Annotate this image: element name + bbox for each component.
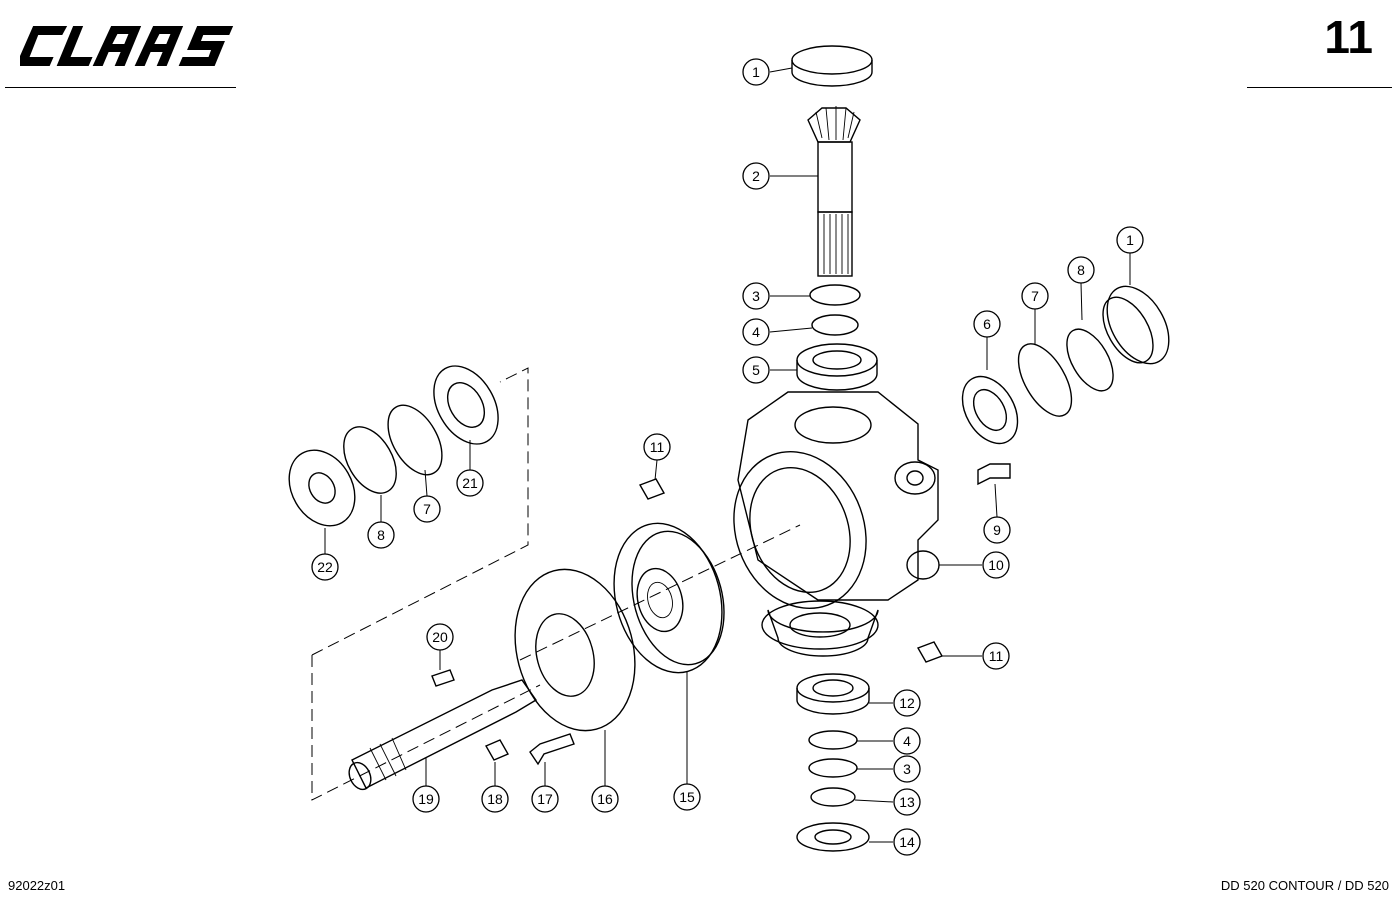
circlip-part-8-right [1066, 328, 1114, 392]
shim-part-3-bottom [808, 758, 858, 778]
callout-13: 13 [893, 788, 921, 816]
model-label: DD 520 CONTOUR / DD 520 [1220, 878, 1389, 893]
callout-10: 10 [982, 551, 1010, 579]
callout-1-right: 1 [1116, 226, 1144, 254]
svg-text:8: 8 [377, 527, 385, 543]
bearing-part-12 [796, 673, 870, 715]
callout-12: 12 [893, 689, 921, 717]
callout-8-right: 8 [1067, 256, 1095, 284]
assembly-line-bottom [311, 655, 541, 801]
breather-part-9 [977, 463, 1011, 486]
bearing-part-5 [796, 343, 878, 391]
shim-ring-part-7-left [387, 404, 443, 476]
callout-17: 17 [531, 785, 559, 813]
svg-text:4: 4 [903, 733, 911, 749]
cap-part-1-right [1102, 285, 1170, 365]
circlip-part-8-left [343, 426, 397, 494]
svg-text:12: 12 [899, 695, 915, 711]
svg-text:6: 6 [983, 316, 991, 332]
svg-text:14: 14 [899, 834, 915, 850]
callout-4-top: 4 [742, 318, 770, 346]
callout-22: 22 [311, 553, 339, 581]
seal-part-14 [796, 822, 870, 852]
callout-6: 6 [973, 310, 1001, 338]
flange-part-16 [514, 568, 636, 732]
plug-part-18 [485, 739, 509, 761]
callout-19: 19 [412, 785, 440, 813]
assembly-line-center [519, 524, 801, 661]
callout-15: 15 [673, 783, 701, 811]
header-rule-right [1247, 87, 1392, 88]
callout-3-top: 3 [742, 282, 770, 310]
callout-7-right: 7 [1021, 282, 1049, 310]
shim-part-4-top [811, 314, 859, 336]
svg-text:1: 1 [1126, 232, 1134, 248]
svg-text:10: 10 [988, 557, 1004, 573]
svg-text:19: 19 [418, 791, 434, 807]
callout-2: 2 [742, 162, 770, 190]
svg-text:9: 9 [993, 522, 1001, 538]
svg-text:1: 1 [752, 64, 760, 80]
svg-text:2: 2 [752, 168, 760, 184]
svg-text:21: 21 [462, 475, 478, 491]
svg-text:15: 15 [679, 789, 695, 805]
pinion-shaft-part-2 [807, 106, 861, 277]
svg-text:20: 20 [432, 629, 448, 645]
plug-part-11-right [916, 641, 944, 663]
svg-text:18: 18 [487, 791, 503, 807]
shim-ring-part-7-right [1017, 343, 1073, 417]
svg-text:8: 8 [1077, 262, 1085, 278]
bolt-part-17 [529, 733, 575, 766]
callout-21: 21 [456, 469, 484, 497]
svg-text:11: 11 [989, 648, 1004, 664]
bearing-part-6 [961, 375, 1019, 445]
claas-logo [20, 26, 234, 66]
callout-20: 20 [426, 623, 454, 651]
callout-1-top: 1 [742, 58, 770, 86]
svg-text:5: 5 [752, 362, 760, 378]
drawing-code: 92022z01 [8, 878, 66, 893]
svg-text:3: 3 [752, 288, 760, 304]
svg-text:13: 13 [899, 794, 915, 810]
callout-16: 16 [591, 785, 619, 813]
callout-11-left: 11 [643, 433, 671, 461]
assembly-line-left [311, 367, 529, 656]
svg-text:22: 22 [317, 559, 333, 575]
circlip-part-13 [810, 787, 856, 807]
svg-text:4: 4 [752, 324, 760, 340]
input-shaft-part-19 [348, 679, 538, 791]
callout-14: 14 [893, 828, 921, 856]
svg-text:17: 17 [537, 791, 553, 807]
key-part-20 [431, 669, 455, 687]
svg-text:16: 16 [597, 791, 613, 807]
crown-wheel-part-15 [613, 522, 725, 674]
shim-part-3-top [809, 284, 861, 306]
page-number: 11 [1324, 11, 1373, 63]
svg-text:7: 7 [1031, 288, 1039, 304]
callout-8-left: 8 [367, 521, 395, 549]
svg-text:7: 7 [423, 501, 431, 517]
callout-18: 18 [481, 785, 509, 813]
seal-part-22 [288, 449, 356, 527]
callout-9: 9 [983, 516, 1011, 544]
svg-text:11: 11 [650, 439, 665, 455]
leader-lines [324, 67, 1131, 843]
callout-5: 5 [742, 356, 770, 384]
header-rule-left [5, 87, 236, 88]
shim-part-4-bottom [808, 730, 858, 750]
gearbox-housing [733, 391, 940, 657]
callout-4-bottom: 4 [893, 727, 921, 755]
callout-11-right: 11 [982, 642, 1010, 670]
svg-text:3: 3 [903, 761, 911, 777]
callout-7-left: 7 [413, 495, 441, 523]
plug-part-11-left [638, 478, 666, 500]
bearing-part-21 [433, 365, 499, 445]
cap-part-1 [791, 45, 873, 87]
callout-3-bottom: 3 [893, 755, 921, 783]
